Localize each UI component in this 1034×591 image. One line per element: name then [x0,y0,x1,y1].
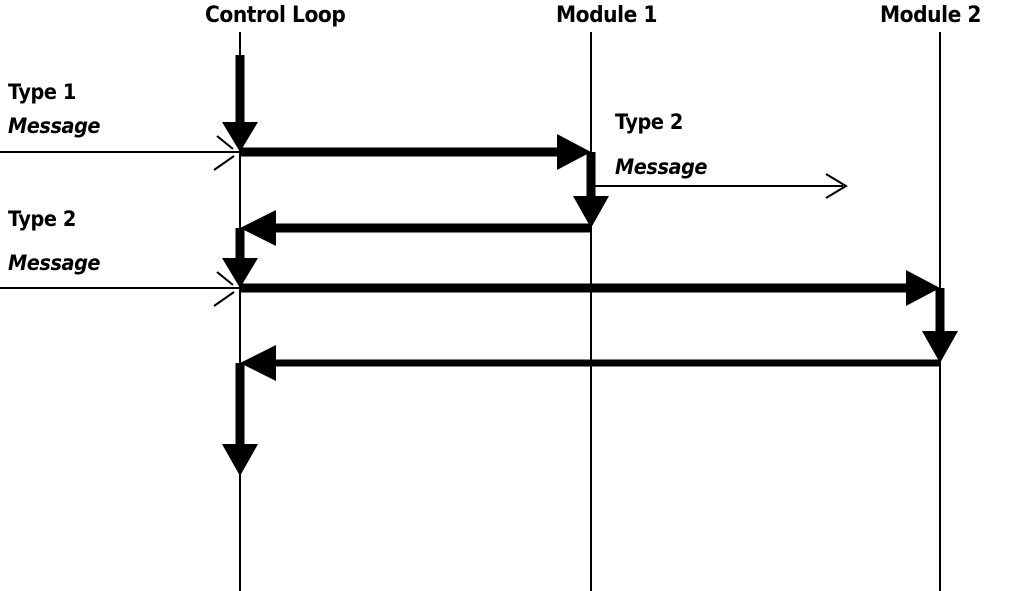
lifeline-header-module-2: Module 2 [880,3,982,28]
label-type-1-message-line2: Message [8,114,101,138]
label-type-2-message-left-line1: Type 2 [8,207,76,231]
outgoing-message-type-2-module-1 [591,173,848,199]
activation-module-2 [922,288,958,363]
burst-mark-type-1-message [213,135,235,171]
burst-mark-type-2-message [213,271,235,307]
activation-module-1 [573,152,609,228]
messages-group [240,134,940,381]
lifeline-header-control-loop: Control Loop [205,3,346,28]
label-type-2-message-module-1-line1: Type 2 [615,110,683,134]
activation-control-loop-start [222,55,258,152]
lifelines-group [239,32,941,591]
message-return-module-1-to-control [240,210,591,246]
external-message-lines-group [0,151,240,289]
message-call-control-to-module-1 [240,134,591,170]
lifeline-header-module-1: Module 1 [556,3,658,28]
activations-group [222,55,958,476]
activation-control-loop-mid [222,228,258,288]
junction-burst-marks-group [213,135,235,307]
message-return-module-2-to-control [240,345,940,381]
message-call-control-to-module-2 [240,270,940,306]
label-type-2-message-module-1-line2: Message [615,155,708,179]
activation-control-loop-end [222,363,258,476]
label-type-2-message-left-line2: Message [8,251,101,275]
label-type-1-message-line1: Type 1 [8,80,76,104]
